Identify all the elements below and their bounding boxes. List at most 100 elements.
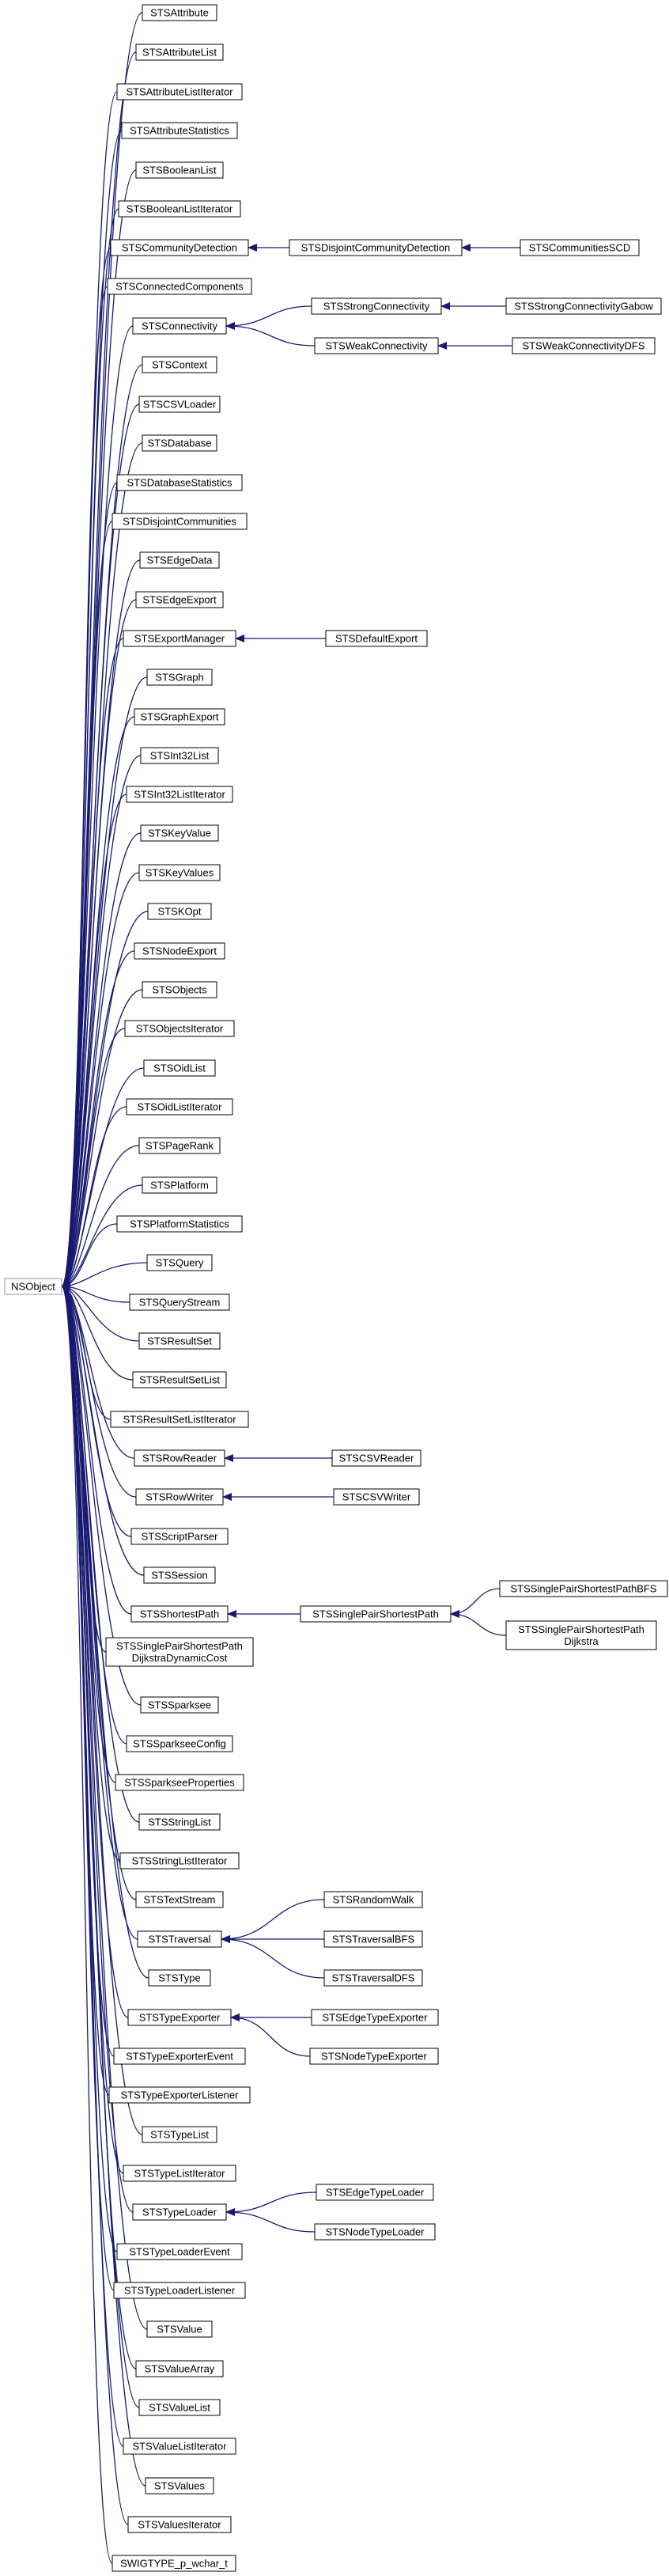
class-node-stsattribute[interactable]: STSAttribute xyxy=(142,4,217,21)
class-node-stssingle-pair-shortest-path-bfs[interactable]: STSSinglePairShortestPathBFS xyxy=(499,1580,668,1597)
class-node-stsdisjoint-community-detection[interactable]: STSDisjointCommunityDetection xyxy=(289,239,463,256)
class-node-stsoid-list[interactable]: STSOidList xyxy=(143,1059,216,1077)
class-node-stssparksee[interactable]: STSSparksee xyxy=(140,1696,219,1714)
class-node-ststype-loader-listener[interactable]: STSTypeLoaderListener xyxy=(113,2282,246,2299)
class-node-stsrow-writer[interactable]: STSRowWriter xyxy=(135,1488,224,1506)
class-node-stskey-values[interactable]: STSKeyValues xyxy=(138,864,221,881)
class-node-ststype[interactable]: STSType xyxy=(148,1969,211,1987)
edge-stsrandom-walk-to-ststraversal xyxy=(221,1899,325,1943)
class-node-stsquery[interactable]: STSQuery xyxy=(146,1254,213,1271)
class-node-stsedge-export[interactable]: STSEdgeExport xyxy=(135,591,224,608)
class-node-stsresult-set-list-iterator[interactable]: STSResultSetListIterator xyxy=(110,1411,249,1428)
class-node-box xyxy=(314,2223,436,2241)
class-node-ststype-list[interactable]: STSTypeList xyxy=(142,2126,217,2143)
class-node-stsdefault-export[interactable]: STSDefaultExport xyxy=(325,630,428,647)
class-node-ststraversal-dfs[interactable]: STSTraversalDFS xyxy=(323,1969,423,1987)
class-node-stsstring-list[interactable]: STSStringList xyxy=(138,1813,221,1831)
class-node-stsresult-set[interactable]: STSResultSet xyxy=(138,1332,221,1350)
class-node-stsnode-type-exporter[interactable]: STSNodeTypeExporter xyxy=(309,2048,439,2065)
class-node-stscsvwriter[interactable]: STSCSVWriter xyxy=(333,1488,420,1506)
class-node-stscommunities-scd[interactable]: STSCommunitiesSCD xyxy=(520,239,640,256)
class-node-stsobjects[interactable]: STSObjects xyxy=(142,981,217,998)
class-node-stsdisjoint-communities[interactable]: STSDisjointCommunities xyxy=(112,513,248,530)
class-node-swigtype-p-wchar-t[interactable]: SWIGTYPE_p_wchar_t xyxy=(112,2555,236,2572)
class-node-ststext-stream[interactable]: STSTextStream xyxy=(135,1891,224,1908)
class-node-stskey-value[interactable]: STSKeyValue xyxy=(140,824,219,842)
class-node-stsboolean-list[interactable]: STSBooleanList xyxy=(135,161,224,179)
class-node-stsresult-set-list[interactable]: STSResultSetList xyxy=(132,1371,227,1388)
class-node-stsattribute-list-iterator[interactable]: STSAttributeListIterator xyxy=(116,83,243,100)
class-node-stsedge-type-loader[interactable]: STSEdgeTypeLoader xyxy=(316,2184,434,2201)
class-node-stsstring-list-iterator[interactable]: STSStringListIterator xyxy=(119,1852,240,1869)
class-node-box xyxy=(127,2516,232,2533)
class-node-label: STSResultSetList xyxy=(139,1374,220,1386)
class-node-stsquery-stream[interactable]: STSQueryStream xyxy=(129,1294,230,1311)
class-node-stsboolean-list-iterator[interactable]: STSBooleanListIterator xyxy=(118,200,241,218)
class-node-ststraversal[interactable]: STSTraversal xyxy=(137,1930,222,1948)
class-node-stsplatform[interactable]: STSPlatform xyxy=(142,1176,217,1194)
class-node-stsedge-type-exporter[interactable]: STSEdgeTypeExporter xyxy=(311,2009,439,2026)
class-node-stsvalue-array[interactable]: STSValueArray xyxy=(135,2360,224,2377)
class-node-ststype-exporter[interactable]: STSTypeExporter xyxy=(127,2009,232,2026)
class-node-stscontext[interactable]: STSContext xyxy=(142,356,217,373)
class-node-stsdatabase[interactable]: STSDatabase xyxy=(142,434,217,452)
class-node-stsvalues-iterator[interactable]: STSValuesIterator xyxy=(127,2516,232,2533)
class-node-stsint32-list[interactable]: STSInt32List xyxy=(140,747,219,764)
class-node-ststype-loader[interactable]: STSTypeLoader xyxy=(132,2203,227,2221)
class-node-stsconnectivity[interactable]: STSConnectivity xyxy=(132,317,227,335)
class-node-stsgraph[interactable]: STSGraph xyxy=(146,669,213,686)
class-node-stscsvloader[interactable]: STSCSVLoader xyxy=(138,396,221,413)
class-node-ststype-loader-event[interactable]: STSTypeLoaderEvent xyxy=(116,2243,243,2260)
class-node-stssession[interactable]: STSSession xyxy=(143,1566,216,1584)
class-node-box xyxy=(140,824,219,842)
class-node-stssparksee-config[interactable]: STSSparkseeConfig xyxy=(126,1735,233,1752)
class-node-stsattribute-statistics[interactable]: STSAttributeStatistics xyxy=(121,122,238,139)
class-node-stsvalue-list[interactable]: STSValueList xyxy=(138,2399,221,2416)
class-node-stsplatform-statistics[interactable]: STSPlatformStatistics xyxy=(116,1215,243,1233)
class-node-stsrandom-walk[interactable]: STSRandomWalk xyxy=(323,1891,423,1908)
class-node-stsobjects-iterator[interactable]: STSObjectsIterator xyxy=(124,1020,235,1037)
class-node-stsstrong-connectivity[interactable]: STSStrongConnectivity xyxy=(311,297,442,315)
class-node-label: STSDisjointCommunities xyxy=(123,516,236,528)
edge-stsdisjoint-communities-to-nsobject xyxy=(61,521,113,1290)
class-node-box xyxy=(129,1294,230,1311)
class-node-stsedge-data[interactable]: STSEdgeData xyxy=(139,551,220,569)
class-node-stsdatabase-statistics[interactable]: STSDatabaseStatistics xyxy=(116,474,243,491)
class-node-stsrow-reader[interactable]: STSRowReader xyxy=(134,1449,225,1467)
class-node-stsweak-connectivity-dfs[interactable]: STSWeakConnectivityDFS xyxy=(512,337,656,354)
class-node-stsconnected-components[interactable]: STSConnectedComponents xyxy=(107,278,252,295)
class-node-nsobject[interactable]: NSObject xyxy=(4,1278,62,1295)
class-node-stsscript-parser[interactable]: STSScriptParser xyxy=(130,1528,229,1545)
class-node-stsweak-connectivity[interactable]: STSWeakConnectivity xyxy=(314,337,439,354)
class-node-stsnode-export[interactable]: STSNodeExport xyxy=(134,942,225,960)
class-node-label: STSStringListIterator xyxy=(132,1855,228,1867)
class-node-stsnode-type-loader[interactable]: STSNodeTypeLoader xyxy=(314,2223,436,2241)
class-node-stscsvreader[interactable]: STSCSVReader xyxy=(331,1449,421,1467)
class-node-stsvalues[interactable]: STSValues xyxy=(145,2477,214,2495)
class-node-ststype-exporter-listener[interactable]: STSTypeExporterListener xyxy=(108,2086,251,2104)
class-node-label: STSConnectedComponents xyxy=(115,281,244,293)
class-node-ststype-exporter-event[interactable]: STSTypeExporterEvent xyxy=(113,2048,246,2065)
class-node-stskopt[interactable]: STSKOpt xyxy=(147,903,212,920)
class-node-stsattribute-list[interactable]: STSAttributeList xyxy=(135,44,224,61)
class-node-stscommunity-detection[interactable]: STSCommunityDetection xyxy=(110,239,249,256)
class-node-stsint32-list-iterator[interactable]: STSInt32ListIterator xyxy=(126,786,233,803)
class-node-label: STSValues xyxy=(154,2480,206,2492)
class-node-ststraversal-bfs[interactable]: STSTraversalBFS xyxy=(323,1930,423,1948)
edge-stsweak-connectivity-to-stsconnectivity xyxy=(225,322,316,347)
class-node-stsshortest-path[interactable]: STSShortestPath xyxy=(130,1605,229,1623)
class-node-stsoid-list-iterator[interactable]: STSOidListIterator xyxy=(126,1098,233,1116)
class-node-ststype-list-iterator[interactable]: STSTypeListIterator xyxy=(123,2165,236,2182)
class-node-stssparksee-properties[interactable]: STSSparkseeProperties xyxy=(115,1774,244,1791)
class-node-stssingle-pair-shortest-path[interactable]: STSSinglePairShortestPath xyxy=(300,1605,452,1623)
class-node-stspage-rank[interactable]: STSPageRank xyxy=(138,1137,221,1154)
class-node-stsexport-manager[interactable]: STSExportManager xyxy=(123,630,236,647)
class-node-stsvalue-list-iterator[interactable]: STSValueListIterator xyxy=(123,2438,236,2455)
class-node-label: SWIGTYPE_p_wchar_t xyxy=(120,2558,228,2570)
class-node-stssingle-pair-shortest-path-dijkstra-dynamic-cost[interactable]: STSSinglePairShortestPathDijkstraDynamic… xyxy=(105,1637,254,1667)
class-node-stsgraph-export[interactable]: STSGraphExport xyxy=(134,708,225,725)
class-node-stsvalue[interactable]: STSValue xyxy=(146,2320,213,2338)
class-node-box xyxy=(311,297,442,315)
class-node-stsstrong-connectivity-gabow[interactable]: STSStrongConnectivityGabow xyxy=(505,297,662,315)
